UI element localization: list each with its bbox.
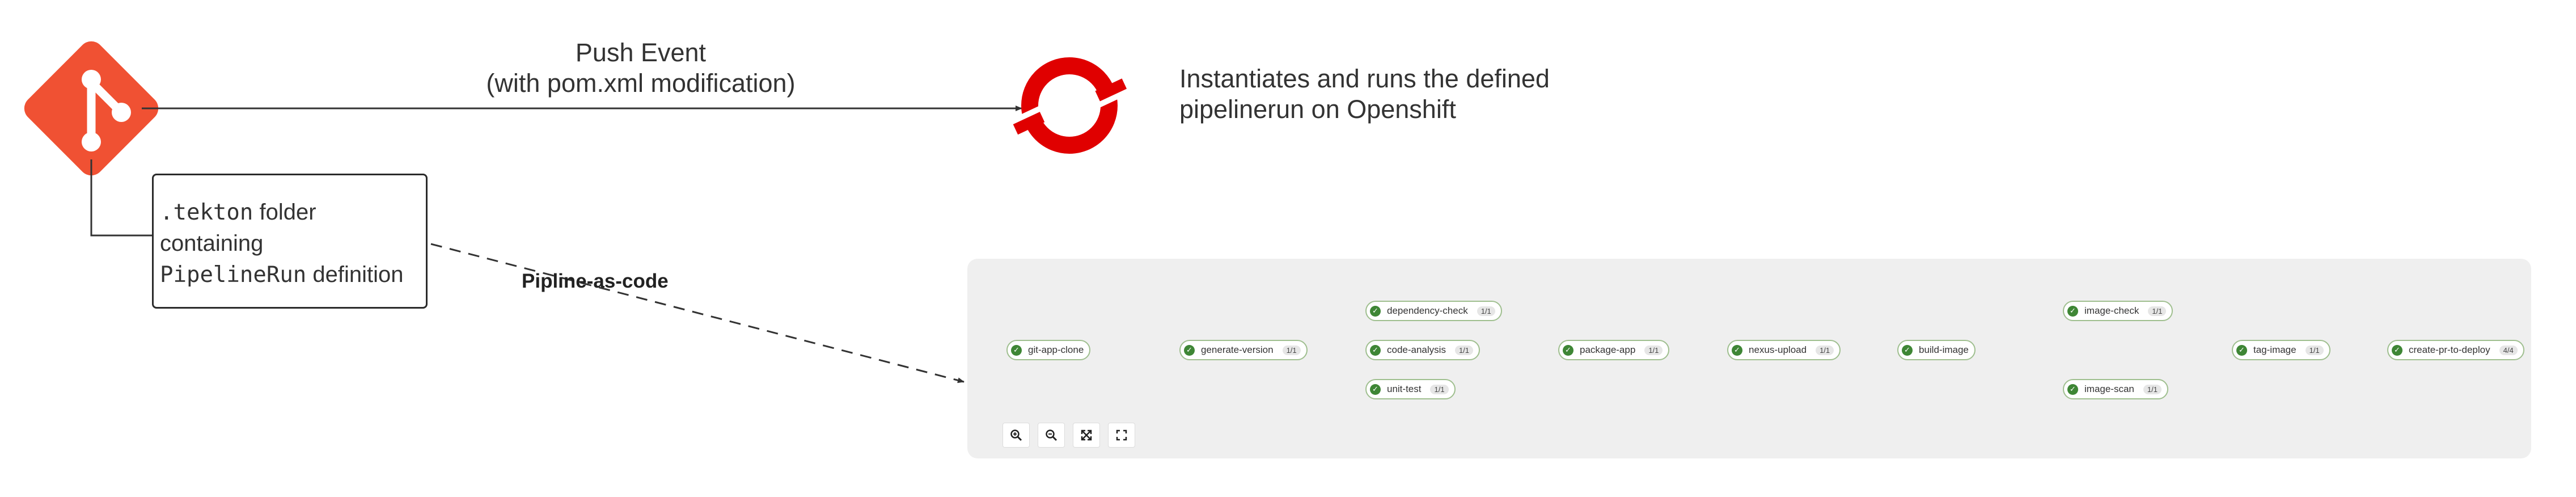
task-status-badge: 1/1 xyxy=(1477,306,1495,316)
task-unit-test[interactable]: ✓ unit-test 1/1 xyxy=(1365,379,1456,399)
task-label: package-app xyxy=(1580,344,1636,355)
task-git-app-clone[interactable]: ✓ git-app-clone xyxy=(1006,340,1091,360)
task-label: generate-version xyxy=(1201,344,1274,355)
task-status-badge: 4/4 xyxy=(2499,345,2518,355)
task-build-image[interactable]: ✓ build-image xyxy=(1897,340,1976,360)
task-code-analysis[interactable]: ✓ code-analysis 1/1 xyxy=(1365,340,1481,360)
task-label: image-scan xyxy=(2084,384,2134,394)
task-status-badge: 1/1 xyxy=(2148,306,2167,316)
task-status-badge: 1/1 xyxy=(2305,345,2324,355)
task-image-scan[interactable]: ✓ image-scan 1/1 xyxy=(2063,379,2168,399)
task-label: nexus-upload xyxy=(1749,344,1807,355)
push-event-line2: (with pom.xml modification) xyxy=(486,69,796,98)
task-label: create-pr-to-deploy xyxy=(2409,344,2490,355)
success-check-icon: ✓ xyxy=(1370,344,1381,356)
instantiates-line1: Instantiates and runs the defined xyxy=(1179,64,1550,93)
task-create-pr-to-deploy[interactable]: ✓ create-pr-to-deploy 4/4 xyxy=(2387,340,2524,360)
expand-arrows-icon xyxy=(1081,429,1092,441)
tekton-text1: folder xyxy=(253,200,316,225)
pipeline-as-code-label: Pipline-as-code xyxy=(522,270,669,292)
tekton-line2: containing xyxy=(160,231,264,256)
task-label: tag-image xyxy=(2253,344,2296,355)
tekton-line1: .tekton folder xyxy=(160,197,426,228)
task-tag-image[interactable]: ✓ tag-image 1/1 xyxy=(2232,340,2330,360)
success-check-icon: ✓ xyxy=(1563,344,1573,356)
zoom-in-button[interactable] xyxy=(1003,423,1030,448)
git-to-tekton-connector xyxy=(90,159,152,237)
task-status-badge: 1/1 xyxy=(1454,345,1474,355)
task-dependency-check[interactable]: ✓ dependency-check 1/1 xyxy=(1365,301,1502,321)
task-label: code-analysis xyxy=(1387,344,1446,355)
zoom-out-button[interactable] xyxy=(1038,423,1065,448)
success-check-icon: ✓ xyxy=(1184,344,1195,356)
task-status-badge: 1/1 xyxy=(1282,345,1301,355)
success-check-icon: ✓ xyxy=(1732,344,1742,356)
success-check-icon: ✓ xyxy=(2067,384,2078,395)
task-label: build-image xyxy=(1919,344,1969,355)
pipelinerun-code: PipelineRun xyxy=(160,262,307,288)
zoom-out-icon xyxy=(1046,429,1058,441)
tekton-folder-box: .tekton folder containing PipelineRun de… xyxy=(152,174,428,309)
tekton-code: .tekton xyxy=(160,200,253,225)
zoom-in-icon xyxy=(1010,429,1022,441)
instantiates-line2: pipelinerun on Openshift xyxy=(1179,95,1456,124)
task-nexus-upload[interactable]: ✓ nexus-upload 1/1 xyxy=(1727,340,1841,360)
task-status-badge: 1/1 xyxy=(1816,345,1834,355)
success-check-icon: ✓ xyxy=(1370,305,1381,317)
fit-to-screen-button[interactable] xyxy=(1073,423,1100,448)
fullscreen-icon xyxy=(1116,429,1127,441)
task-label: unit-test xyxy=(1387,384,1422,394)
task-status-badge: 1/1 xyxy=(2143,384,2162,394)
success-check-icon: ✓ xyxy=(2236,344,2247,356)
tekton-line3: PipelineRun definition xyxy=(160,259,426,290)
task-status-badge: 1/1 xyxy=(1430,384,1449,394)
openshift-logo xyxy=(1013,57,1127,154)
success-check-icon: ✓ xyxy=(1902,344,1913,356)
fullscreen-button[interactable] xyxy=(1108,423,1135,448)
push-event-line1: Push Event xyxy=(575,38,707,67)
task-image-check[interactable]: ✓ image-check 1/1 xyxy=(2063,301,2173,321)
git-logo xyxy=(24,41,159,176)
instantiates-label: Instantiates and runs the defined pipeli… xyxy=(1179,64,1690,125)
tekton-text3: definition xyxy=(306,262,404,287)
pipeline-as-code-arrow xyxy=(430,243,965,384)
success-check-icon: ✓ xyxy=(2392,344,2402,356)
task-status-badge: 1/1 xyxy=(1644,345,1663,355)
task-generate-version[interactable]: ✓ generate-version 1/1 xyxy=(1179,340,1308,360)
push-event-label: Push Event (with pom.xml modification) xyxy=(397,37,885,99)
task-label: git-app-clone xyxy=(1028,344,1084,355)
task-label: dependency-check xyxy=(1387,305,1468,316)
success-check-icon: ✓ xyxy=(1011,344,1022,356)
task-package-app[interactable]: ✓ package-app 1/1 xyxy=(1558,340,1670,360)
task-label: image-check xyxy=(2084,305,2139,316)
success-check-icon: ✓ xyxy=(2067,305,2078,317)
success-check-icon: ✓ xyxy=(1370,384,1381,395)
